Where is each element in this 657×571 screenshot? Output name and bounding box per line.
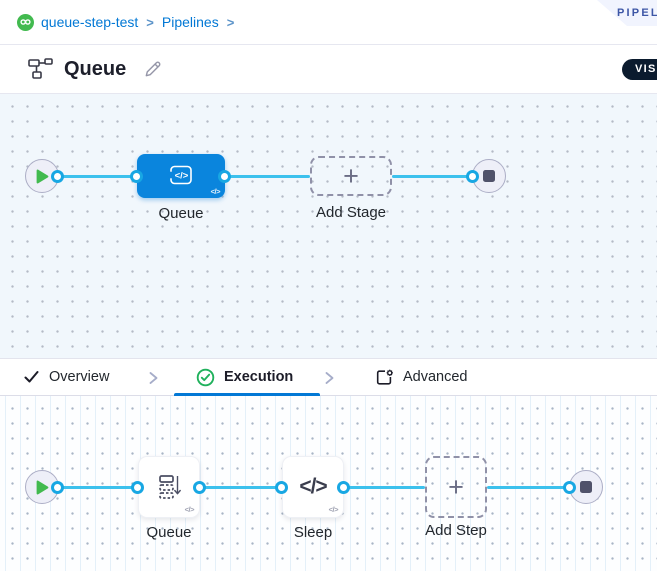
plus-icon: +: [448, 471, 464, 502]
connector-port: [131, 481, 144, 494]
code-badge-icon: </>: [210, 187, 221, 196]
step-label: Sleep: [293, 524, 333, 541]
plus-icon: +: [343, 160, 359, 191]
connector-line: [58, 486, 138, 489]
connector-port: [563, 481, 576, 494]
chevron-right-icon: [149, 372, 158, 384]
breadcrumb-pipelines-link[interactable]: Pipelines: [161, 14, 219, 30]
play-icon: [36, 480, 48, 494]
chevron-right-icon: [325, 372, 334, 384]
advanced-settings-icon: [376, 369, 393, 385]
code-badge-icon: </>: [328, 505, 339, 514]
visual-yaml-toggle[interactable]: VISUAL: [622, 59, 657, 80]
pipeline-icon: [28, 58, 53, 80]
connector-port: [51, 481, 64, 494]
connector-port: [51, 170, 64, 183]
connector-line: [58, 175, 137, 178]
connector-line: [392, 175, 473, 178]
breadcrumb-separator: >: [146, 14, 154, 30]
active-tab-underline: [174, 393, 320, 396]
stage-config-tabs: Overview Execution Advanced: [0, 358, 657, 396]
execution-canvas[interactable]: </> Queue </> </> Sleep + Add Step: [0, 396, 657, 571]
connector-port: [193, 481, 206, 494]
add-stage-button[interactable]: +: [310, 156, 392, 196]
connector-port: [218, 170, 231, 183]
tab-advanced-label: Advanced: [403, 369, 468, 385]
queue-step-icon: [159, 475, 181, 499]
tab-overview[interactable]: Overview: [23, 359, 109, 395]
connector-port: [275, 481, 288, 494]
connector-line: [344, 486, 425, 489]
add-step-label: Add Step: [425, 522, 487, 539]
stage-node-queue[interactable]: </> </>: [137, 154, 225, 198]
connector-port: [466, 170, 479, 183]
step-label: Queue: [146, 524, 192, 541]
connector-port: [130, 170, 143, 183]
pipeline-start-node: [25, 159, 59, 193]
step-node-sleep[interactable]: </> </>: [282, 456, 344, 518]
connector-line: [200, 486, 282, 489]
stage-label: Queue: [158, 205, 204, 222]
tab-execution-label: Execution: [224, 369, 294, 385]
connector-line: [487, 486, 570, 489]
success-check-icon: [196, 368, 215, 386]
page-title: Queue: [64, 57, 127, 80]
code-step-icon: </>: [299, 475, 327, 498]
breadcrumb: queue-step-test > Pipelines >: [0, 0, 657, 45]
step-node-queue[interactable]: </>: [138, 456, 200, 518]
edit-pipeline-name-button[interactable]: [143, 60, 162, 79]
connector-line: [225, 175, 310, 178]
breadcrumb-project-link[interactable]: queue-step-test: [41, 14, 139, 30]
breadcrumb-separator: >: [226, 14, 235, 30]
stop-icon: [580, 481, 592, 493]
project-avatar-icon: [17, 13, 34, 31]
stop-icon: [483, 170, 495, 182]
add-step-button[interactable]: +: [425, 456, 487, 518]
tab-advanced[interactable]: Advanced: [376, 359, 468, 395]
custom-stage-icon: </>: [167, 165, 192, 185]
tab-overview-label: Overview: [49, 369, 110, 385]
tab-execution[interactable]: Execution: [196, 359, 293, 395]
check-icon: [24, 371, 39, 383]
svg-text:</>: </>: [175, 171, 189, 182]
code-badge-icon: </>: [184, 505, 195, 514]
connector-port: [337, 481, 350, 494]
play-icon: [36, 169, 48, 183]
add-stage-label: Add Stage: [315, 204, 387, 221]
pipeline-header: Queue: [0, 45, 657, 94]
stage-canvas[interactable]: </> </> Queue + Add Stage: [0, 94, 657, 358]
